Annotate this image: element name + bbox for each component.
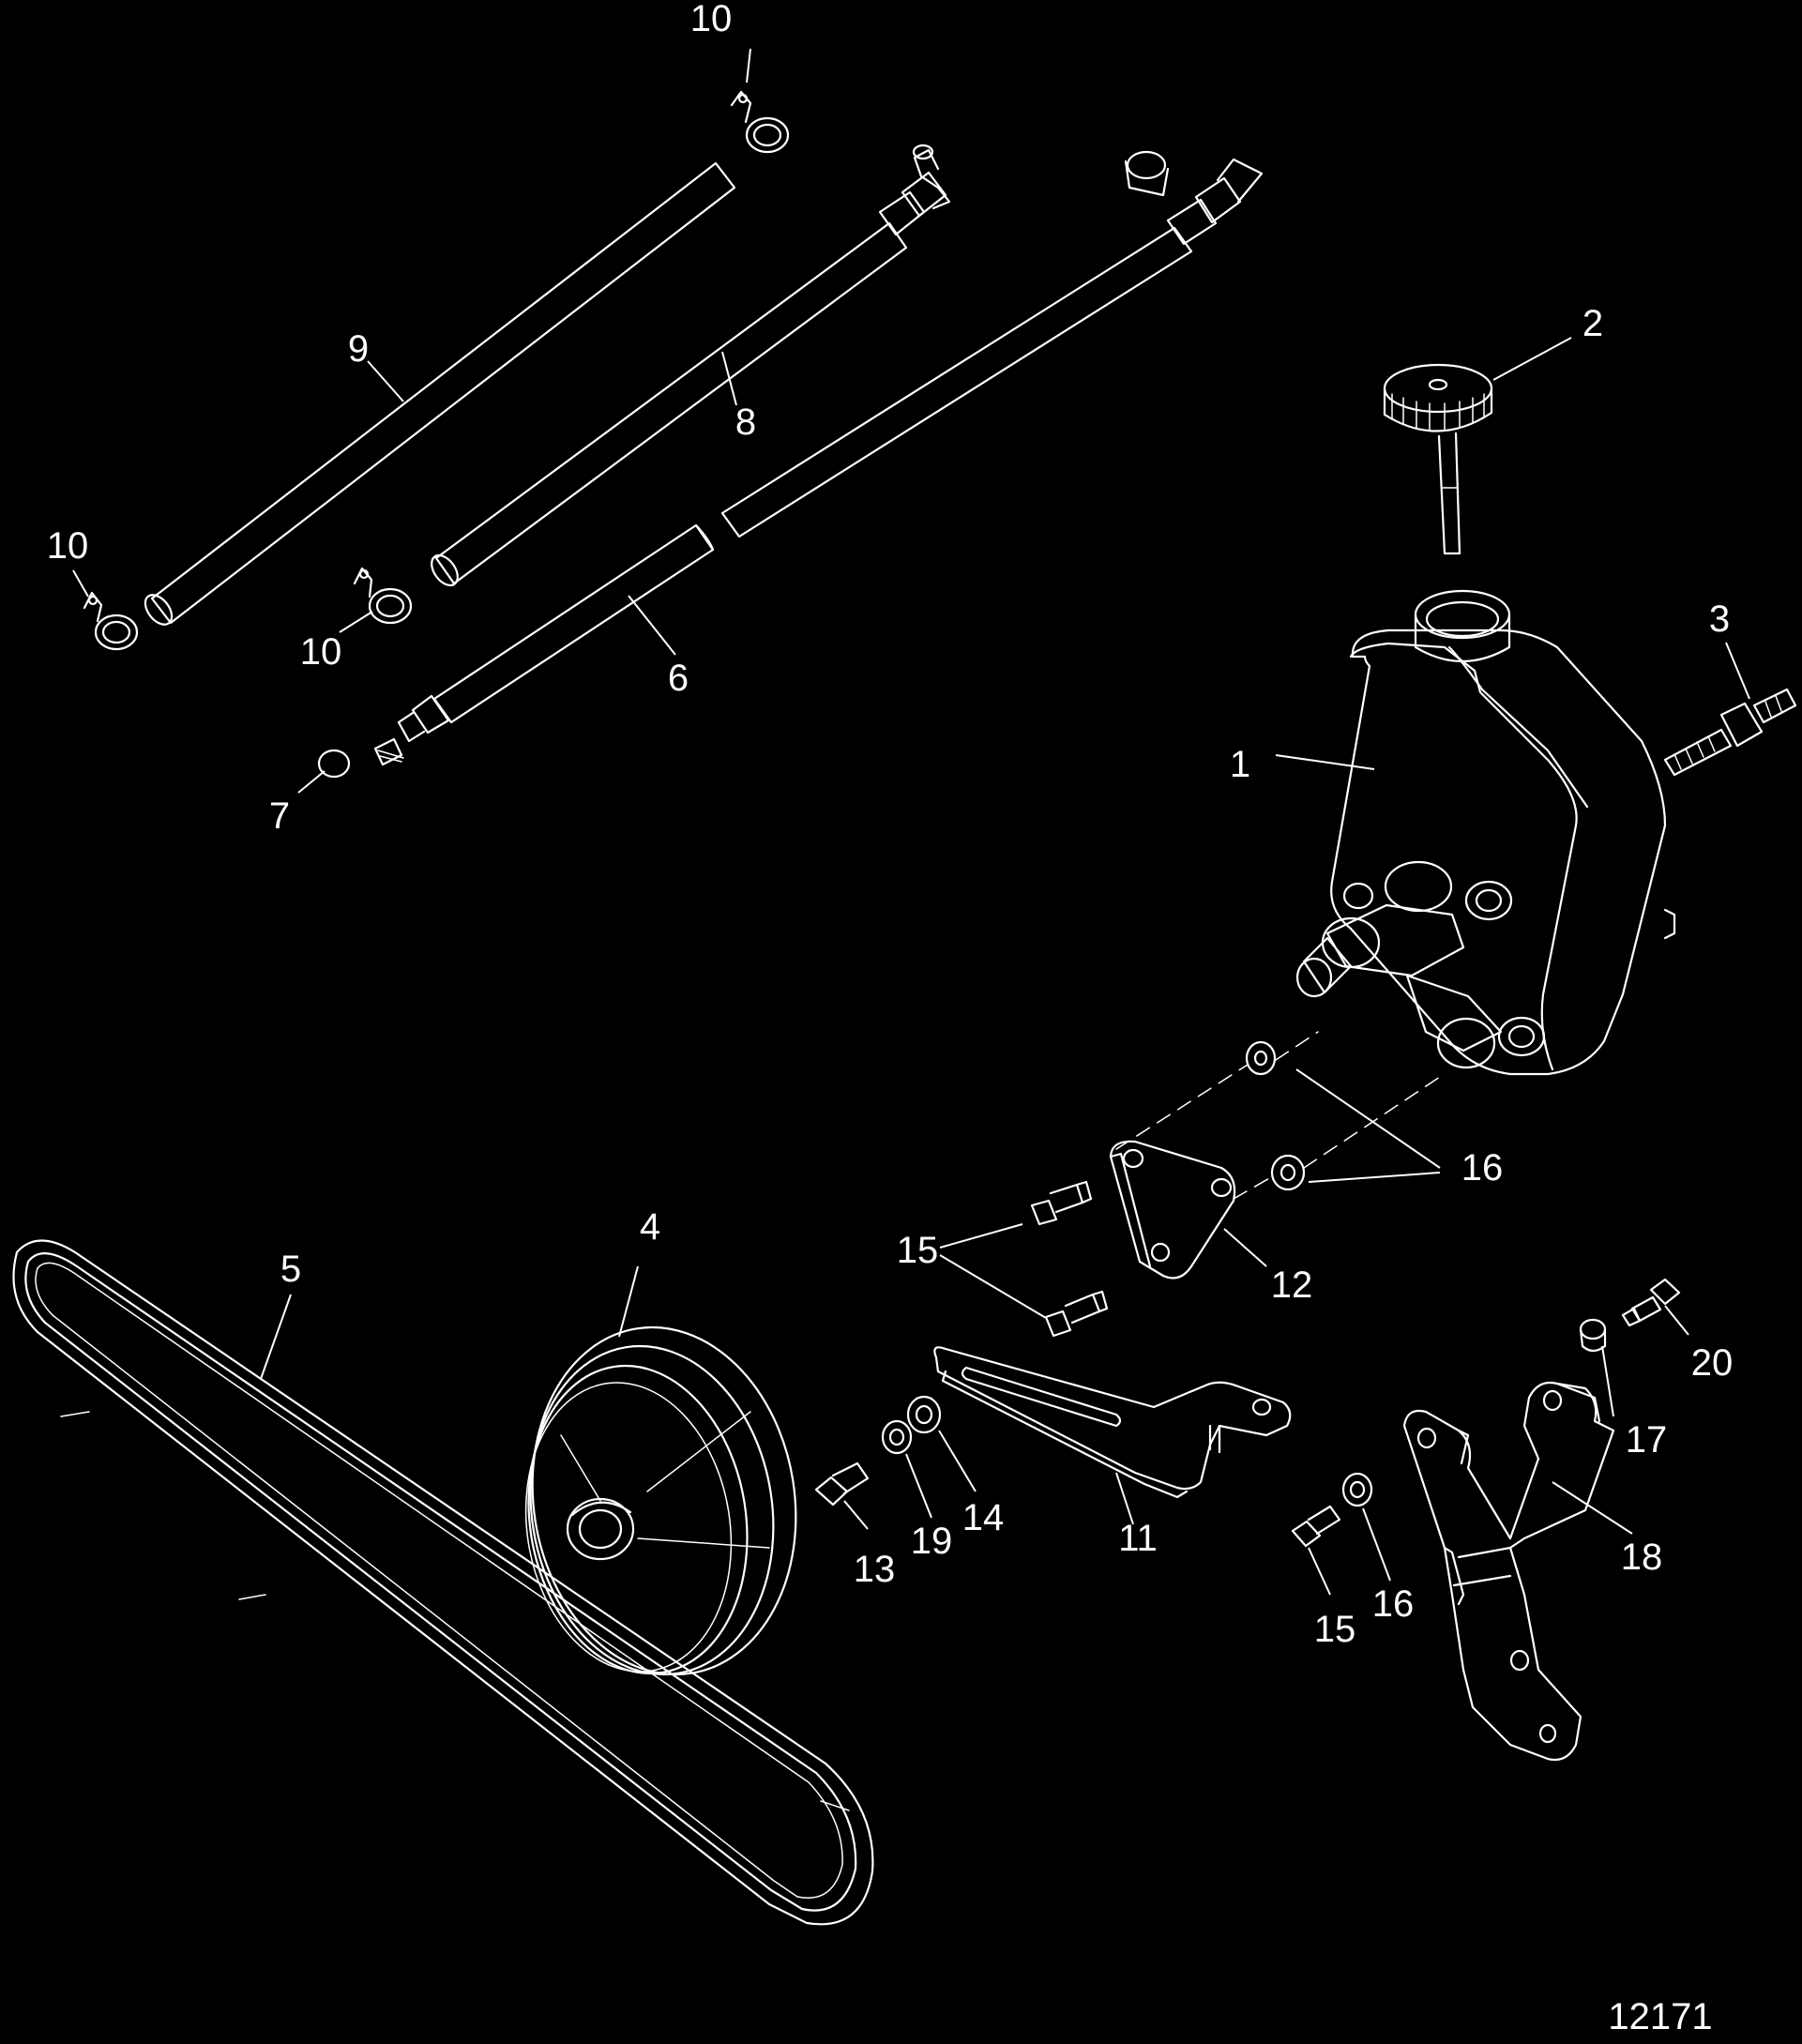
callout-7: 7	[268, 795, 291, 837]
callout-15-upper: 15	[896, 1230, 939, 1271]
part-16-washers-upper	[1245, 1040, 1306, 1191]
part-6-hose	[373, 150, 1264, 766]
callout-15-right: 15	[1313, 1609, 1356, 1650]
part-13-bolt	[814, 1461, 870, 1507]
callout-9: 9	[347, 328, 370, 370]
part-7-o-ring	[317, 749, 351, 779]
part-5-drive-belt	[12, 1239, 874, 1926]
part-2-filler-cap	[1383, 363, 1493, 555]
alignment-lines	[1115, 1031, 1441, 1200]
callout-17: 17	[1625, 1419, 1668, 1461]
callout-5: 5	[280, 1249, 302, 1290]
callout-12: 12	[1270, 1264, 1313, 1306]
part-15-bolt-right	[1291, 1505, 1341, 1548]
part-11-adjusting-bracket	[933, 1346, 1292, 1499]
callout-10-left: 10	[46, 525, 89, 567]
callout-16-upper: 16	[1461, 1147, 1504, 1189]
figure-number: 12171	[1608, 1996, 1713, 2037]
callout-18: 18	[1620, 1537, 1663, 1578]
part-19-lock-washer	[881, 1419, 913, 1455]
part-15-bolt-upper	[1030, 1180, 1093, 1226]
part-16-washer-lower	[1341, 1472, 1373, 1507]
part-9-hose	[144, 161, 736, 626]
part-12-bracket	[1109, 1140, 1236, 1279]
part-4-pulley	[524, 1325, 797, 1676]
callout-11: 11	[1118, 1518, 1158, 1559]
part-3-stud	[1663, 688, 1797, 777]
callout-8: 8	[734, 401, 757, 443]
callout-14: 14	[962, 1497, 1005, 1538]
part-15-bolt-lower	[1044, 1290, 1109, 1338]
callout-20: 20	[1690, 1342, 1734, 1384]
part-20-bolt	[1621, 1278, 1681, 1327]
callout-16-lower: 16	[1371, 1583, 1415, 1625]
part-10-clamp-top	[730, 90, 790, 154]
callout-6: 6	[667, 658, 689, 699]
callout-10-top: 10	[689, 0, 733, 39]
callout-2: 2	[1582, 303, 1604, 344]
callout-1: 1	[1229, 744, 1251, 785]
part-8-hose	[431, 144, 951, 587]
callout-3: 3	[1708, 598, 1731, 640]
callout-4: 4	[639, 1206, 661, 1248]
part-14-washer	[906, 1395, 942, 1434]
part-10-clamp-left	[83, 591, 139, 651]
part-10-clamp-mid	[353, 567, 413, 625]
part-18-mounting-bracket	[1402, 1381, 1615, 1762]
callout-13: 13	[853, 1549, 896, 1590]
callout-leader-lines	[72, 48, 1750, 1596]
callout-10-mid: 10	[299, 631, 342, 673]
part-1-pump-reservoir	[1295, 589, 1676, 1076]
callout-19: 19	[910, 1521, 953, 1562]
part-17-spacer	[1579, 1318, 1607, 1353]
